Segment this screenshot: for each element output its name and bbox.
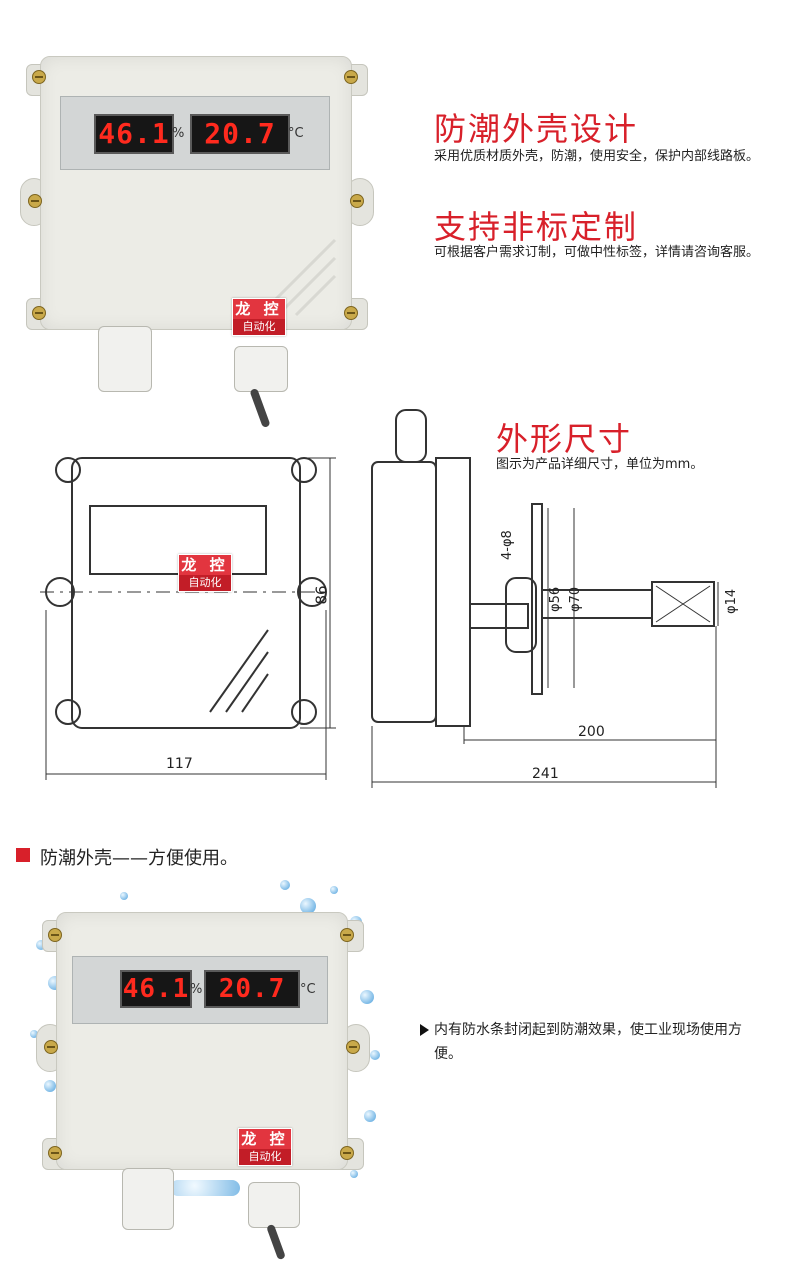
temperature-unit: °C: [288, 126, 304, 141]
temperature-display: 20.7: [204, 970, 300, 1008]
cable-gland: [122, 1168, 174, 1230]
dim-d70: φ70: [568, 586, 583, 612]
cable-gland: [248, 1182, 300, 1228]
screw-icon: [32, 306, 46, 320]
temperature-unit: °C: [300, 982, 316, 997]
feature-desc-2: 可根据客户需求订制，可做中性标签，详情请咨询客服。: [434, 245, 760, 260]
screw-icon: [48, 1146, 62, 1160]
bullet-arrow-icon: [420, 1024, 429, 1036]
dim-probe-length: 200: [578, 724, 605, 740]
dim-width: 117: [166, 756, 193, 772]
screw-icon: [344, 70, 358, 84]
dim-d56: φ56: [548, 586, 563, 612]
dim-d14: φ14: [724, 588, 739, 614]
screw-icon: [350, 194, 364, 208]
screw-icon: [44, 1040, 58, 1054]
dimensions-desc: 图示为产品详细尺寸，单位为mm。: [496, 457, 704, 472]
screw-icon: [346, 1040, 360, 1054]
cable-gland: [234, 346, 288, 392]
device-photo-top: 46.1 % 20.7 °C 龙 控 自动化: [20, 50, 380, 429]
humidity-display: 46.1: [120, 970, 192, 1008]
front-view-drawing: [40, 457, 336, 780]
temperature-display: 20.7: [190, 114, 290, 154]
cable: [249, 387, 271, 429]
screw-icon: [344, 306, 358, 320]
humidity-unit: %: [190, 982, 203, 997]
screw-icon: [28, 194, 42, 208]
dim-total-length: 241: [532, 766, 559, 782]
dim-hole: 4-φ8: [500, 530, 515, 560]
feature-desc-1: 采用优质材质外壳，防潮，使用安全，保护内部线路板。: [434, 149, 760, 164]
humidity-display: 46.1: [94, 114, 174, 154]
brand-logo: 龙 控 自动化: [232, 298, 286, 336]
screw-icon: [32, 70, 46, 84]
dimensions-title: 外形尺寸: [496, 420, 633, 458]
device-body: [56, 912, 348, 1170]
dim-height: 86: [312, 585, 331, 605]
brand-logo: 龙 控 自动化: [178, 554, 232, 592]
cable: [266, 1223, 286, 1261]
humidity-unit: %: [172, 126, 185, 141]
screw-icon: [340, 1146, 354, 1160]
screw-icon: [48, 928, 62, 942]
feature-title-2: 支持非标定制: [434, 208, 639, 246]
bullet-text: 内有防水条封闭起到防潮效果，使工业现场使用方便。: [434, 1022, 742, 1062]
side-view-drawing: [371, 409, 719, 788]
section-marker-icon: [16, 848, 30, 862]
feature-title-1: 防潮外壳设计: [434, 110, 639, 148]
cable-gland: [98, 326, 152, 392]
screw-icon: [340, 928, 354, 942]
brand-logo: 龙 控 自动化: [238, 1128, 292, 1166]
device-photo-bottom: 46.1 % 20.7 °C 龙 控 自动化: [36, 906, 396, 1266]
section-heading: 防潮外壳——方便使用。: [40, 848, 238, 869]
